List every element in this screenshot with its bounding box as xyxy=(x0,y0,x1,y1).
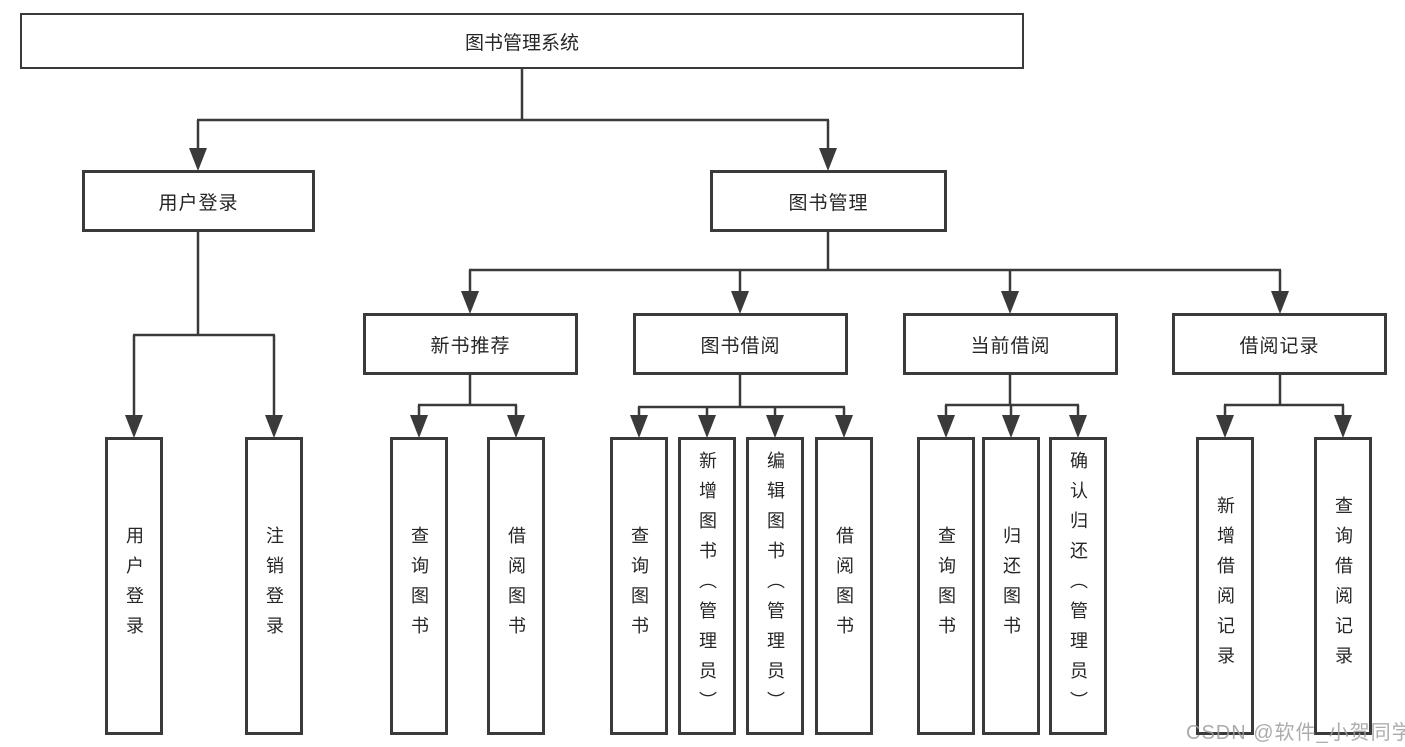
leaf-label: 编辑图书（管理员） xyxy=(765,451,785,721)
leaf-borrow-add-books-admin: 新增图书（管理员） xyxy=(678,437,736,735)
node-label: 借阅记录 xyxy=(1239,335,1320,357)
node-label: 图书管理 xyxy=(788,192,869,214)
node-label: 图书管理系统 xyxy=(464,32,579,54)
node-label: 当前借阅 xyxy=(970,335,1051,357)
node-book-management: 图书管理 xyxy=(710,170,947,232)
leaf-label: 借阅图书 xyxy=(834,526,854,646)
node-label: 图书借阅 xyxy=(700,335,781,357)
leaf-label: 归还图书 xyxy=(1001,526,1021,646)
node-label: 新书推荐 xyxy=(430,335,511,357)
node-book-borrowing: 图书借阅 xyxy=(633,313,848,375)
leaf-label: 查询图书 xyxy=(936,526,956,646)
node-root-library-system: 图书管理系统 xyxy=(20,13,1024,69)
csdn-watermark: CSDN @软件_小贺同学 xyxy=(1186,722,1405,744)
node-user-login: 用户登录 xyxy=(82,170,315,232)
leaf-current-return-books: 归还图书 xyxy=(982,437,1040,735)
leaf-newrec-query-books: 查询图书 xyxy=(390,437,448,735)
leaf-borrow-edit-books-admin: 编辑图书（管理员） xyxy=(746,437,804,735)
leaf-label: 新增借阅记录 xyxy=(1215,496,1235,676)
leaf-label: 查询图书 xyxy=(409,526,429,646)
leaf-borrow-borrow-books: 借阅图书 xyxy=(815,437,873,735)
leaf-label: 新增图书（管理员） xyxy=(697,451,717,721)
leaf-current-confirm-return-admin: 确认归还（管理员） xyxy=(1049,437,1107,735)
leaf-user-login: 用户登录 xyxy=(105,437,163,735)
leaf-logout: 注销登录 xyxy=(245,437,303,735)
leaf-label: 注销登录 xyxy=(264,526,284,646)
node-new-book-recommend: 新书推荐 xyxy=(363,313,578,375)
node-current-borrowing: 当前借阅 xyxy=(903,313,1118,375)
leaf-borrow-query-books: 查询图书 xyxy=(610,437,668,735)
leaf-records-query-record: 查询借阅记录 xyxy=(1314,437,1372,735)
leaf-label: 借阅图书 xyxy=(506,526,526,646)
leaf-records-add-record: 新增借阅记录 xyxy=(1196,437,1254,735)
node-label: 用户登录 xyxy=(158,192,239,214)
node-borrowing-records: 借阅记录 xyxy=(1172,313,1387,375)
leaf-label: 用户登录 xyxy=(124,526,144,646)
leaf-label: 确认归还（管理员） xyxy=(1068,451,1088,721)
leaf-label: 查询借阅记录 xyxy=(1333,496,1353,676)
leaf-newrec-borrow-books: 借阅图书 xyxy=(487,437,545,735)
leaf-current-query-books: 查询图书 xyxy=(917,437,975,735)
leaf-label: 查询图书 xyxy=(629,526,649,646)
